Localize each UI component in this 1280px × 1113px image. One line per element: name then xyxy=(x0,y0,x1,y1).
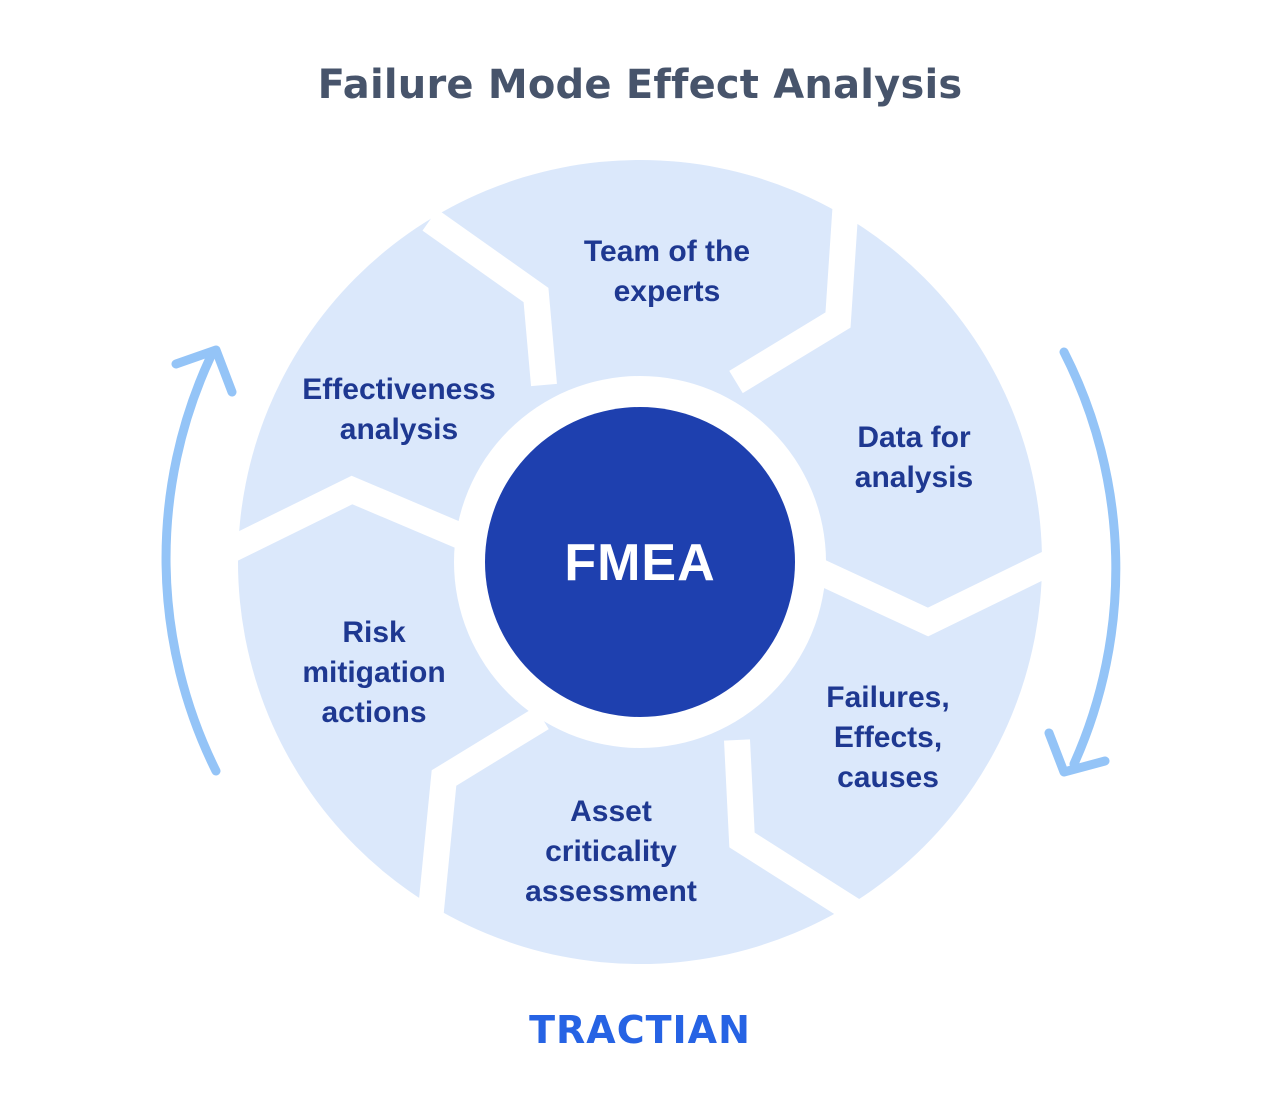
brand-logo: TRACTIAN xyxy=(529,1008,751,1052)
page-title: Failure Mode Effect Analysis xyxy=(317,62,963,108)
segment-divider-right xyxy=(810,548,1061,637)
segment-divider-left xyxy=(214,475,476,567)
hub-label: FMEA xyxy=(564,534,716,592)
segment-label-asset-criticality-assessment: Asset criticality assessment xyxy=(525,795,697,908)
segment-divider-bottom-right xyxy=(724,739,875,931)
segment-divider-top-right xyxy=(729,199,859,394)
segment-label-data-for-analysis: Data for analysis xyxy=(854,421,974,494)
segment-label-team-of-the-experts: Team of the experts xyxy=(583,235,751,308)
segment-label-risk-mitigation-actions: Risk mitigation actions xyxy=(302,616,446,729)
cycle-arrow-left xyxy=(161,353,221,776)
segment-label-failures-effects-causes: Failures, Effects, causes xyxy=(826,681,950,794)
segment-divider-bottom-left xyxy=(417,706,549,922)
cycle-arrow-right xyxy=(1059,347,1121,769)
segment-divider-top-left xyxy=(422,209,557,387)
hub-circle xyxy=(485,407,795,717)
cycle-arrow-left-head-icon xyxy=(171,345,237,397)
cycle-arrow-right-head-icon xyxy=(1044,728,1110,777)
segment-label-effectiveness-analysis: Effectiveness analysis xyxy=(302,373,496,446)
